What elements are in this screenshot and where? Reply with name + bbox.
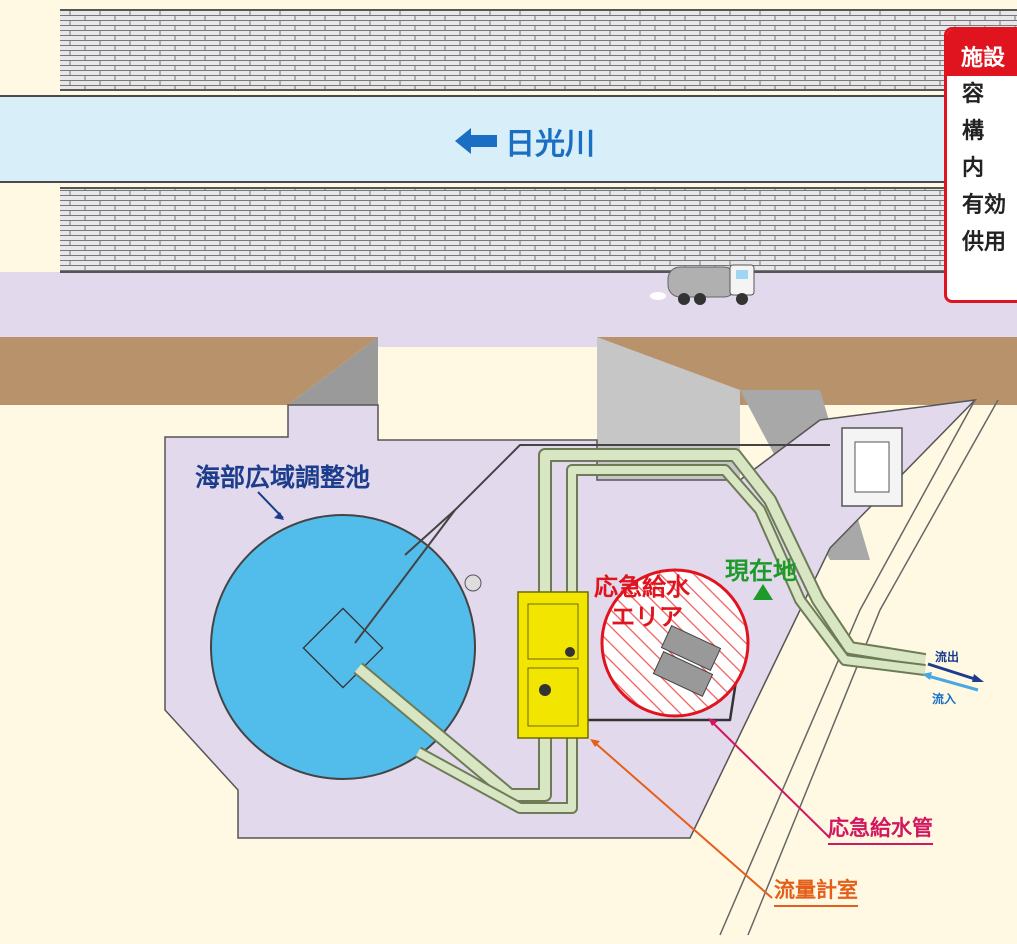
supply-area-label-line1: 応急給水	[594, 573, 690, 601]
facility-info-panel: 施設 容 構 内 有効 供用	[944, 27, 1017, 303]
river-name: 日光川	[505, 127, 595, 162]
info-row-structure: 構	[962, 119, 985, 144]
info-row-inner: 内	[962, 156, 985, 181]
meter-room-label: 流量計室	[774, 874, 858, 907]
emergency-pipe-label: 応急給水管	[828, 812, 933, 845]
info-row-service: 供用	[962, 230, 1007, 255]
meter-room	[517, 591, 589, 739]
info-row-effective: 有効	[962, 193, 1007, 218]
levee-road	[0, 272, 1017, 347]
reservoir-label: 海部広域調整池	[195, 463, 371, 492]
water-truck-icon	[650, 264, 755, 305]
arrow-left-icon	[455, 128, 497, 154]
inflow-label: 流入	[932, 692, 957, 706]
levee-walls	[60, 9, 1017, 273]
emergency-supply-area	[600, 568, 750, 718]
discharge-chamber	[841, 427, 903, 507]
leader-lines	[257, 491, 831, 899]
flow-arrows	[922, 662, 984, 692]
current-location-label: 現在地	[725, 557, 797, 585]
supply-area-label-line2: エリア	[611, 603, 683, 631]
info-row-capacity: 容	[962, 82, 985, 107]
river	[0, 96, 1017, 182]
current-location-marker	[753, 584, 773, 600]
river-label: 日光川	[455, 119, 595, 163]
info-panel-title: 施設	[947, 30, 1017, 76]
road	[719, 399, 999, 936]
outflow-label: 流出	[935, 650, 960, 664]
